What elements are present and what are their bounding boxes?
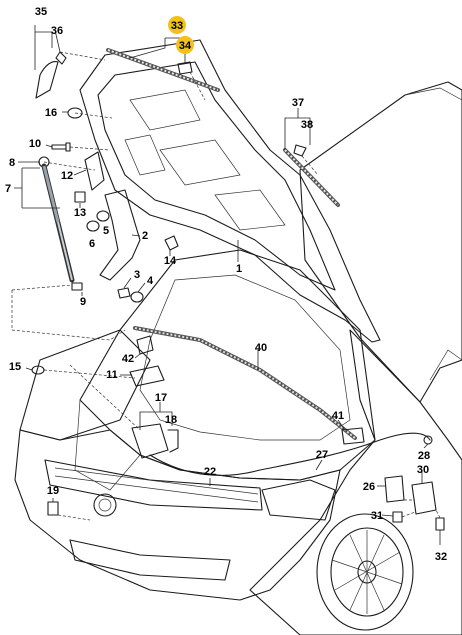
hinge-2 xyxy=(99,189,141,281)
engine-bay-inner xyxy=(139,274,351,441)
callout-6: 6 xyxy=(89,238,95,250)
engine-bay xyxy=(79,249,376,481)
part-18 xyxy=(167,429,179,453)
callout-19: 19 xyxy=(47,485,59,497)
grille-slats xyxy=(54,467,259,503)
front-wheel xyxy=(316,513,414,631)
part-42 xyxy=(136,335,154,355)
part-31 xyxy=(392,511,403,523)
callout-28: 28 xyxy=(418,450,430,462)
callout-40: 40 xyxy=(255,342,267,354)
callout-8: 8 xyxy=(9,157,15,169)
part-4 xyxy=(130,291,144,303)
callout-4: 4 xyxy=(147,275,154,287)
hood-panel xyxy=(79,39,381,343)
hood-cutouts xyxy=(124,89,286,231)
part-13 xyxy=(74,191,86,203)
callout-32: 32 xyxy=(435,551,447,563)
windshield xyxy=(299,81,462,403)
highlight-badge-34 xyxy=(176,36,194,54)
part-12 xyxy=(84,151,105,191)
part-38 xyxy=(293,144,307,157)
part-32 xyxy=(435,517,445,531)
hood-inner-frame xyxy=(97,61,336,291)
part-35 xyxy=(35,61,59,99)
release-lever-30 xyxy=(411,481,437,515)
leader-lines xyxy=(11,25,441,545)
callout-41: 41 xyxy=(332,410,344,422)
callout-16: 16 xyxy=(45,107,57,119)
grille xyxy=(44,459,263,511)
callout-31: 31 xyxy=(371,510,383,522)
part-11 xyxy=(129,365,165,387)
callout-7: 7 xyxy=(5,183,11,195)
callout-15: 15 xyxy=(9,361,21,373)
part-10 xyxy=(51,142,71,152)
callout-2: 2 xyxy=(142,230,148,242)
callout-5: 5 xyxy=(103,225,109,237)
callout-10: 10 xyxy=(29,138,41,150)
callout-38: 38 xyxy=(301,119,313,131)
part-5 xyxy=(96,210,110,222)
left-fender xyxy=(19,329,151,441)
part-19 xyxy=(47,501,59,516)
part-26 xyxy=(384,475,405,503)
headlight xyxy=(261,479,336,521)
lower-grille xyxy=(69,539,231,581)
car-body xyxy=(14,81,462,635)
release-cable xyxy=(149,432,431,476)
callout-14: 14 xyxy=(164,255,177,267)
callout-33: 33 xyxy=(171,20,183,32)
callout-1: 1 xyxy=(236,263,242,275)
part-34 xyxy=(177,61,193,75)
hood-lock-17 xyxy=(131,423,169,459)
hood xyxy=(79,39,381,343)
callout-11: 11 xyxy=(106,369,118,381)
a-pillar xyxy=(404,87,462,381)
part-16 xyxy=(67,107,83,119)
part-14 xyxy=(164,235,179,251)
part-6 xyxy=(86,220,100,232)
callout-35: 35 xyxy=(35,6,47,18)
callout-34: 34 xyxy=(179,40,192,52)
callout-12: 12 xyxy=(61,170,73,182)
part-41 xyxy=(341,427,365,445)
callouts: 35 36 33 34 16 37 38 10 8 7 12 13 6 5 2 … xyxy=(5,6,447,563)
callout-18: 18 xyxy=(165,414,177,426)
callout-37: 37 xyxy=(292,97,304,109)
callout-30: 30 xyxy=(417,464,429,476)
callout-36: 36 xyxy=(51,25,63,37)
part-3 xyxy=(117,287,131,299)
highlight-badge-33 xyxy=(168,16,186,34)
small-parts xyxy=(31,51,445,531)
callout-3: 3 xyxy=(134,269,140,281)
callout-9: 9 xyxy=(80,296,86,308)
part-36 xyxy=(55,51,67,65)
part-9 xyxy=(71,282,83,291)
callout-22: 22 xyxy=(204,466,216,478)
callout-13: 13 xyxy=(74,207,86,219)
callout-27: 27 xyxy=(316,449,328,461)
callout-26: 26 xyxy=(363,481,375,493)
vw-emblem xyxy=(93,493,117,517)
front-bumper xyxy=(14,429,341,601)
callout-42: 42 xyxy=(122,353,134,365)
callout-17: 17 xyxy=(155,392,167,404)
bay-wall-left xyxy=(74,399,141,491)
